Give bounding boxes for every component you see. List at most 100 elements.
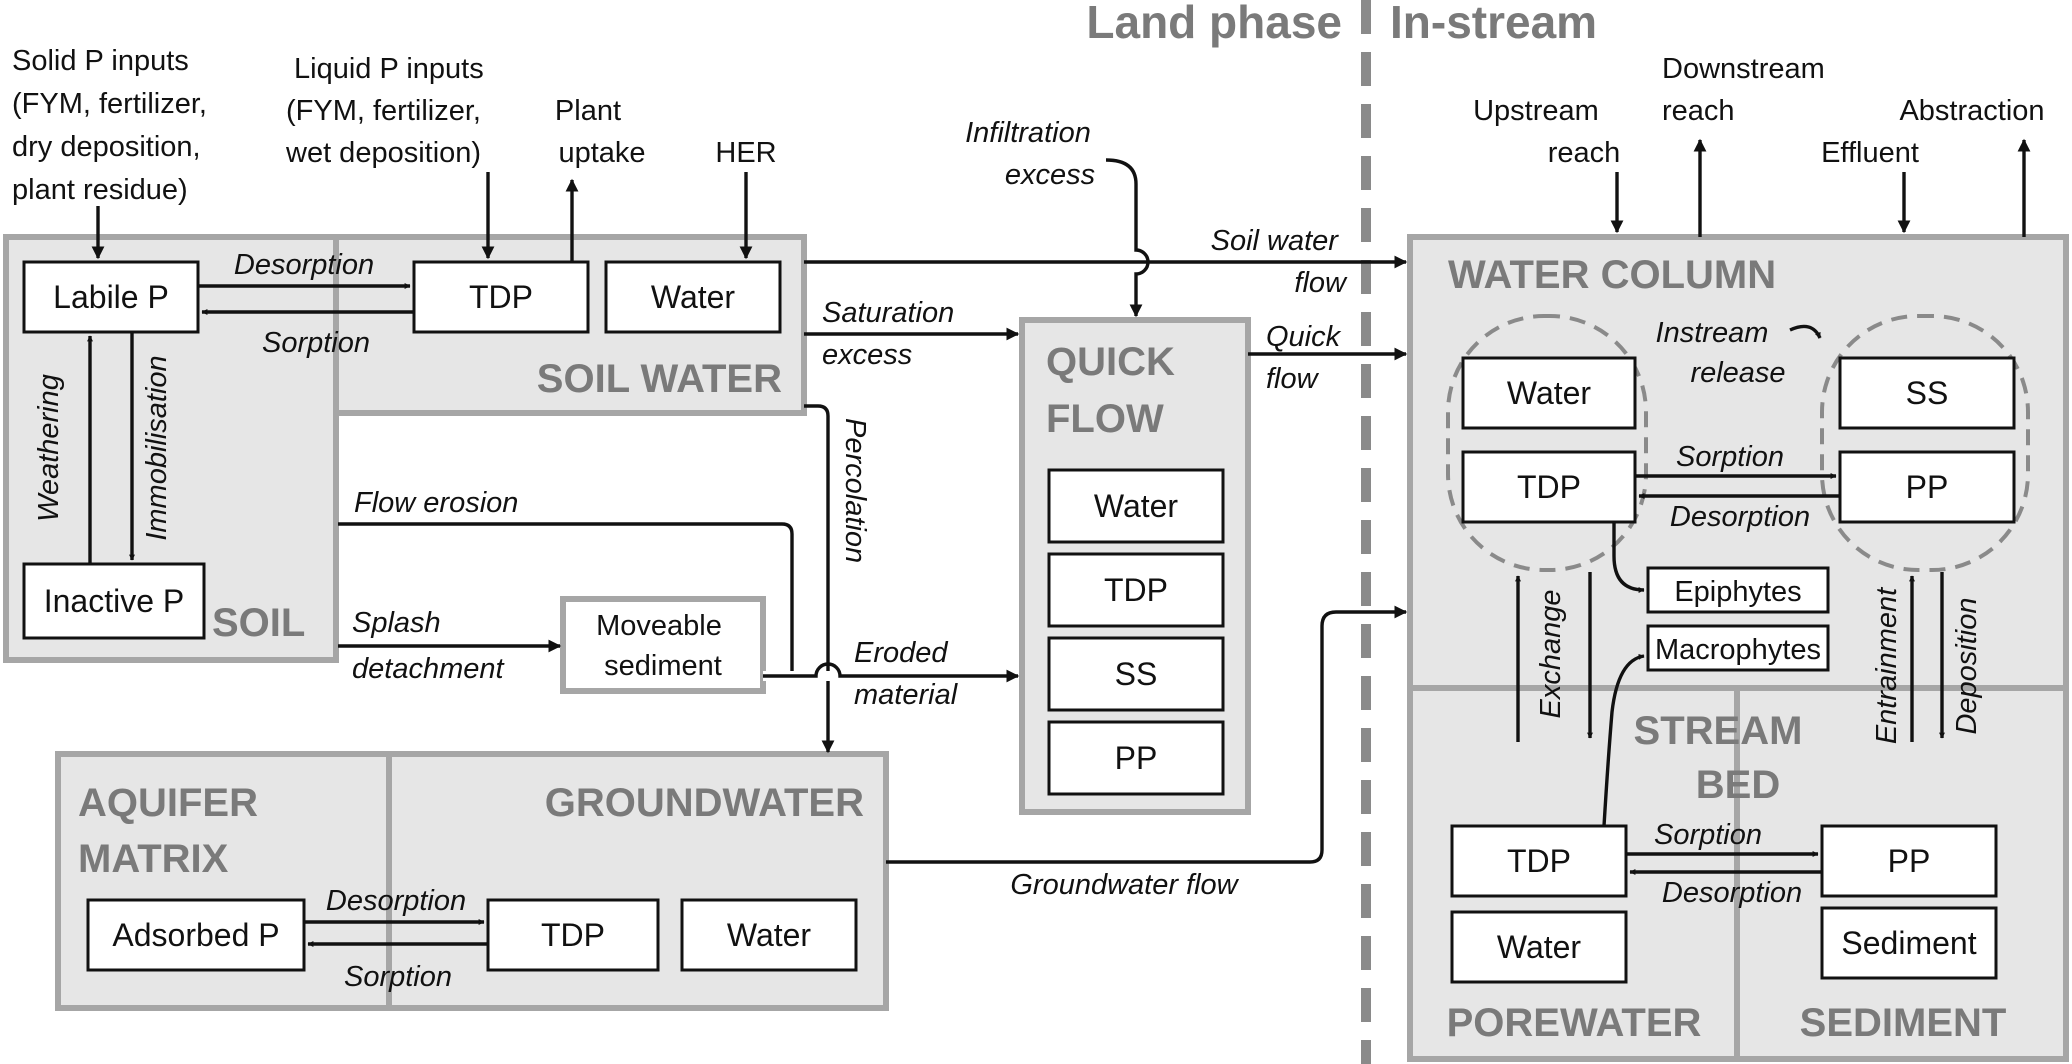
liquid-p-inputs-label: Liquid P inputs (FYM, fertilizer, wet de… (285, 53, 492, 169)
water-column-tdp-label: TDP (1517, 469, 1581, 505)
epiphytes-box (1646, 566, 1830, 614)
water-phase-group (1446, 314, 1648, 572)
groundwater-water-box (680, 898, 858, 972)
quick-flow-tdp-label: TDP (1104, 572, 1168, 608)
quick-flow-pp-box (1047, 720, 1225, 796)
in-stream-heading: In-stream (1390, 0, 1597, 48)
sediment-title: SEDIMENT (1800, 1001, 2007, 1045)
groundwater-title: GROUNDWATER (545, 781, 864, 825)
percolation-label: Percolation (839, 418, 871, 563)
aquifer-desorption-label: Desorption (326, 885, 466, 917)
water-column-water-box (1461, 356, 1637, 430)
inactive-p-box (22, 562, 206, 640)
her-label: HER (715, 137, 776, 169)
downstream-reach-label: Downstream reach (1662, 53, 1833, 127)
immobilisation-label: Immobilisation (141, 355, 173, 540)
porewater-water-box (1450, 910, 1628, 984)
saturation-excess-label: Saturation excess (822, 297, 962, 371)
soil-water-title: SOIL WATER (537, 357, 782, 401)
labile-p-box (22, 260, 200, 334)
groundwater-tdp-label: TDP (541, 917, 605, 953)
adsorbed-p-label: Adsorbed P (112, 917, 279, 953)
infiltration-excess-label: Infiltration excess (965, 117, 1099, 191)
upstream-reach-label: Upstream reach (1473, 95, 1620, 169)
aquifer-sorption-label: Sorption (344, 961, 452, 993)
eroded-material-label: Eroded material (854, 637, 959, 711)
moveable-sediment-label: Moveable sediment (596, 610, 730, 682)
aquifer-title-1: AQUIFER (78, 781, 258, 825)
exchange-label: Exchange (1535, 590, 1567, 719)
soil-water-flow-label: Soil water flow (1211, 225, 1348, 299)
soil-water-water-box (604, 260, 782, 334)
plant-uptake-label: Plant uptake (555, 95, 646, 169)
groundwater-water-label: Water (727, 917, 812, 953)
quick-flow-title-1: QUICK (1046, 340, 1175, 384)
sediment-sediment-box (1820, 906, 1998, 980)
quick-flow-pp-label: PP (1115, 740, 1158, 776)
quick-flow-label: Quick flow (1266, 321, 1348, 395)
wc-desorption-label: Desorption (1670, 501, 1810, 533)
water-column-title: WATER COLUMN (1448, 253, 1776, 297)
labile-p-label: Labile P (53, 279, 169, 315)
particulate-phase-group (1820, 314, 2030, 572)
weathering-label: Weathering (33, 374, 65, 522)
effluent-label: Effluent (1821, 137, 1919, 169)
quick-flow-ss-box (1047, 636, 1225, 712)
stream-bed-title-2: BED (1696, 763, 1780, 807)
sediment-pp-label: PP (1888, 843, 1931, 879)
quick-flow-ss-label: SS (1115, 656, 1158, 692)
bed-sorption-label: Sorption (1654, 819, 1762, 851)
macrophytes-uptake-arrow (1602, 653, 1645, 827)
quick-flow-water-label: Water (1094, 488, 1179, 524)
infiltration-excess-arrow (1105, 158, 1150, 318)
quick-flow-tdp-box (1047, 552, 1225, 628)
adsorbed-p-box (86, 898, 306, 972)
sediment-pp-box (1820, 824, 1998, 898)
splash-detachment-label: Splash detachment (352, 607, 505, 685)
porewater-tdp-box (1450, 824, 1628, 898)
water-column-pp-box (1838, 450, 2016, 524)
water-column-ss-box (1838, 356, 2016, 430)
instream-release-label: Instream release (1656, 317, 1786, 389)
deposition-label: Deposition (1951, 597, 1983, 734)
stream-bed-title-1: STREAM (1634, 709, 1803, 753)
porewater-title: POREWATER (1447, 1001, 1702, 1045)
soil-title: SOIL (212, 601, 305, 645)
water-column-pp-label: PP (1906, 469, 1949, 505)
soil-water-water-label: Water (651, 279, 736, 315)
aquifer-title-2: MATRIX (78, 837, 229, 881)
eroded-material-arrow (763, 662, 1020, 683)
porewater-water-label: Water (1497, 929, 1582, 965)
instream-release-arrow (1789, 324, 1822, 339)
flow-erosion-line (338, 522, 794, 676)
inactive-p-label: Inactive P (44, 583, 185, 619)
macrophytes-label: Macrophytes (1655, 634, 1821, 666)
groundwater-flow-arrow (886, 605, 1408, 864)
macrophytes-box (1646, 624, 1830, 672)
epiphytes-uptake-arrow (1612, 522, 1645, 593)
moveable-sediment-box (560, 596, 766, 694)
quick-flow-water-box (1047, 468, 1225, 544)
porewater-tdp-label: TDP (1507, 843, 1571, 879)
entrainment-label: Entrainment (1871, 586, 1903, 744)
soil-desorption-label: Desorption (234, 249, 374, 281)
soil-water-tdp-box (412, 260, 590, 334)
water-column-ss-label: SS (1906, 375, 1949, 411)
sediment-sediment-label: Sediment (1841, 925, 1976, 961)
water-column-water-label: Water (1507, 375, 1592, 411)
percolation-arrow (804, 404, 835, 754)
water-column-tdp-box (1461, 450, 1637, 524)
land-phase-heading: Land phase (1086, 0, 1342, 48)
soil-sorption-label: Sorption (262, 327, 370, 359)
bed-desorption-label: Desorption (1662, 877, 1802, 909)
wc-sorption-label: Sorption (1676, 441, 1784, 473)
abstraction-label: Abstraction (1899, 95, 2044, 127)
flow-erosion-label: Flow erosion (354, 487, 518, 519)
groundwater-tdp-box (486, 898, 660, 972)
solid-p-inputs-label: Solid P inputs (FYM, fertilizer, dry dep… (12, 45, 215, 206)
quick-flow-title-2: FLOW (1046, 397, 1164, 441)
groundwater-flow-label: Groundwater flow (1010, 869, 1239, 901)
soil-water-tdp-label: TDP (469, 279, 533, 315)
epiphytes-label: Epiphytes (1674, 576, 1801, 608)
